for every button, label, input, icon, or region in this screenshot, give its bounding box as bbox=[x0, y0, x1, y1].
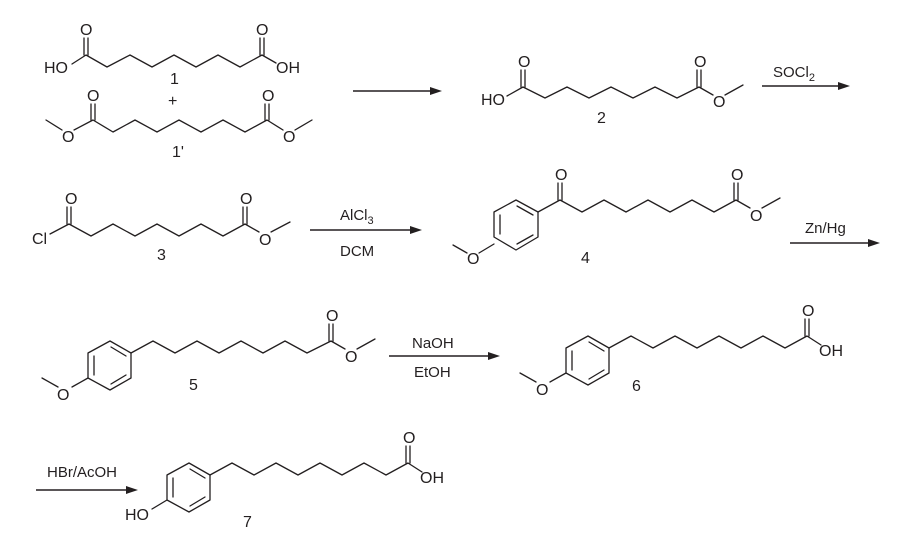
reagent-znhg: Zn/Hg bbox=[805, 220, 846, 237]
atom-o: O bbox=[80, 22, 92, 39]
atom-o: O bbox=[518, 54, 530, 71]
atom-o: O bbox=[467, 251, 479, 268]
atom-oh: OH bbox=[819, 343, 843, 360]
atom-o: O bbox=[713, 94, 725, 111]
reaction-arrow-2: SOCl2 bbox=[762, 64, 850, 90]
reaction-arrow-5: NaOH EtOH bbox=[389, 335, 500, 381]
reagent-etoh: EtOH bbox=[414, 364, 451, 381]
atom-o: O bbox=[87, 88, 99, 105]
atom-cl: Cl bbox=[32, 231, 47, 248]
atom-o: O bbox=[256, 22, 268, 39]
compound-label-1: 1 bbox=[170, 71, 179, 88]
atom-o: O bbox=[802, 303, 814, 320]
compound-label-5: 5 bbox=[189, 377, 198, 394]
compound-2: O O HO O 2 bbox=[481, 54, 744, 127]
compound-label-1-prime: 1' bbox=[172, 144, 184, 161]
compound-4: O O O O 4 bbox=[452, 167, 781, 268]
atom-o: O bbox=[694, 54, 706, 71]
atom-ho: HO bbox=[481, 92, 505, 109]
reagent-hbr-acoh: HBr/AcOH bbox=[47, 464, 117, 481]
atom-o: O bbox=[240, 191, 252, 208]
atom-o: O bbox=[259, 232, 271, 249]
plus-sign: + bbox=[168, 93, 177, 110]
atom-o: O bbox=[57, 387, 69, 404]
atom-o: O bbox=[403, 430, 415, 447]
atom-oh: OH bbox=[276, 60, 300, 77]
atom-o: O bbox=[65, 191, 77, 208]
compound-label-4: 4 bbox=[581, 250, 590, 267]
atom-o: O bbox=[262, 88, 274, 105]
compound-3: O O Cl O 3 bbox=[32, 191, 291, 264]
atom-o: O bbox=[555, 167, 567, 184]
atom-ho: HO bbox=[125, 507, 149, 524]
atom-ho: HO bbox=[44, 60, 68, 77]
atom-oh: OH bbox=[420, 470, 444, 487]
atom-o: O bbox=[345, 349, 357, 366]
atom-o: O bbox=[62, 129, 74, 146]
atom-o: O bbox=[731, 167, 743, 184]
atom-o: O bbox=[326, 308, 338, 325]
reagent-alcl3: AlCl3 bbox=[340, 207, 374, 227]
reagent-dcm: DCM bbox=[340, 243, 374, 260]
reaction-arrow-1 bbox=[353, 87, 442, 95]
compound-label-3: 3 bbox=[157, 247, 166, 264]
reagent-naoh: NaOH bbox=[412, 335, 454, 352]
compound-1-prime: O O O O 1' bbox=[45, 88, 313, 161]
reaction-arrow-6: HBr/AcOH bbox=[36, 464, 138, 494]
atom-o: O bbox=[283, 129, 295, 146]
reagent-socl2: SOCl2 bbox=[773, 64, 815, 84]
compound-5: O O O 5 bbox=[41, 308, 376, 404]
compound-7: O HO OH 7 bbox=[125, 430, 444, 531]
atom-o: O bbox=[536, 382, 548, 399]
atom-o: O bbox=[750, 208, 762, 225]
compound-label-6: 6 bbox=[632, 378, 641, 395]
compound-label-2: 2 bbox=[597, 110, 606, 127]
compound-6: O O OH 6 bbox=[519, 303, 843, 399]
reaction-arrow-3: AlCl3 DCM bbox=[310, 207, 422, 260]
compound-1: O O HO OH 1 bbox=[44, 22, 300, 88]
compound-label-7: 7 bbox=[243, 514, 252, 531]
reaction-arrow-4: Zn/Hg bbox=[790, 220, 880, 247]
